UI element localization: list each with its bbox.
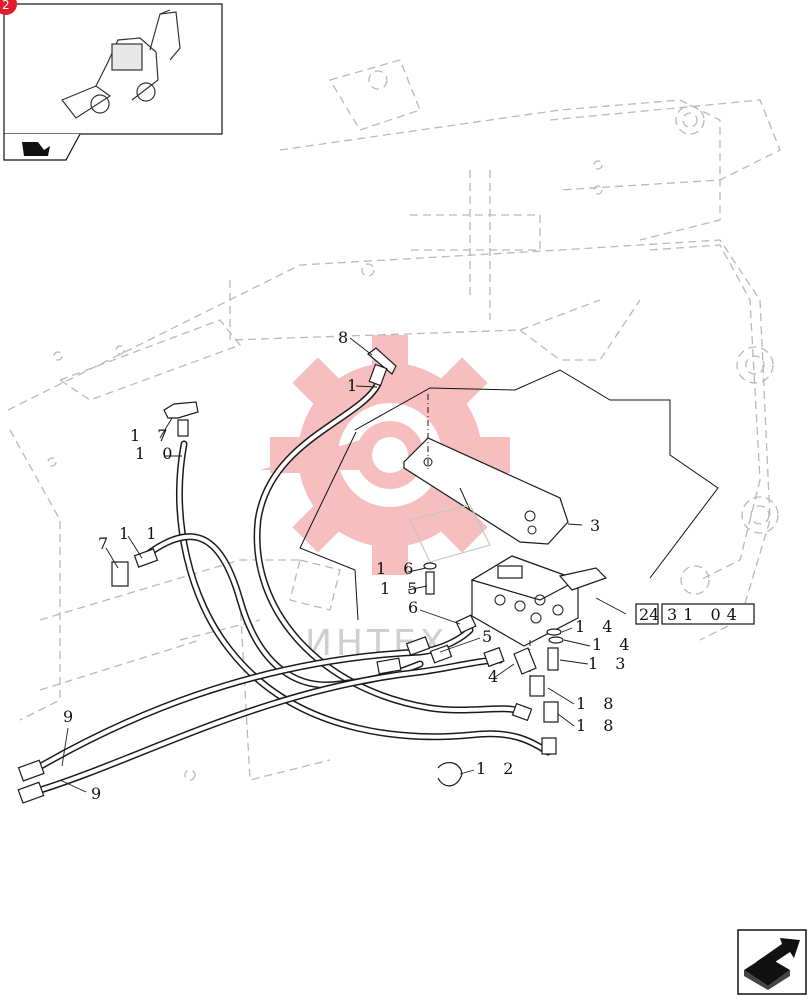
callout-c6: 6 bbox=[408, 598, 424, 617]
callout-c14b: 1 4 bbox=[592, 635, 635, 654]
backhoe-loader-icon bbox=[61, 9, 181, 119]
tractor-icon bbox=[22, 142, 50, 156]
leader-lines bbox=[59, 337, 627, 793]
thumbnail-badge bbox=[0, 0, 17, 15]
callout-c18a: 1 8 bbox=[576, 694, 619, 713]
callout-c14a: 1 4 bbox=[575, 617, 618, 636]
callout-c16: 1 6 bbox=[376, 559, 419, 578]
arrow-next-icon bbox=[744, 938, 800, 990]
callout-c5: 5 bbox=[482, 627, 498, 646]
callout-c1: 1 bbox=[347, 376, 363, 395]
callout-c8: 8 bbox=[338, 328, 354, 347]
mounting-bracket bbox=[403, 437, 569, 545]
thumbnail-panel[interactable]: 2 bbox=[0, 0, 223, 161]
callout-c12: 1 2 bbox=[476, 759, 519, 778]
assembly-boundary bbox=[354, 369, 719, 579]
callout-c13: 1 3 bbox=[588, 654, 631, 673]
callout-c15: 1 5 bbox=[380, 579, 423, 598]
assembly-boundary-left bbox=[299, 431, 359, 621]
callout-c4: 4 bbox=[488, 667, 504, 686]
callout-c9b: 9 bbox=[91, 784, 107, 803]
callout-c3: 3 bbox=[590, 516, 606, 535]
machine-frame bbox=[7, 59, 781, 781]
callout-c11: 1 1 bbox=[119, 524, 162, 543]
hose-fittings bbox=[17, 347, 564, 804]
reference-tag[interactable]: 24 31 04 bbox=[635, 603, 755, 625]
valve-block bbox=[470, 555, 608, 647]
thumbnail-badge-label: 2 bbox=[2, 0, 10, 12]
callout-c7: 7 bbox=[98, 534, 114, 553]
callout-c10: 1 0 bbox=[135, 444, 178, 463]
callout-c18b: 1 8 bbox=[576, 716, 619, 735]
callout-c9a: 9 bbox=[63, 707, 79, 726]
watermark-logo bbox=[260, 335, 510, 575]
hydraulic-hoses bbox=[30, 380, 552, 796]
reference-code: 31 04 bbox=[667, 605, 743, 624]
next-page-button[interactable] bbox=[737, 929, 807, 995]
bracket-ghost bbox=[409, 504, 491, 563]
reference-box-number: 24 bbox=[639, 605, 659, 624]
callout-c17: 1 7 bbox=[130, 426, 173, 445]
